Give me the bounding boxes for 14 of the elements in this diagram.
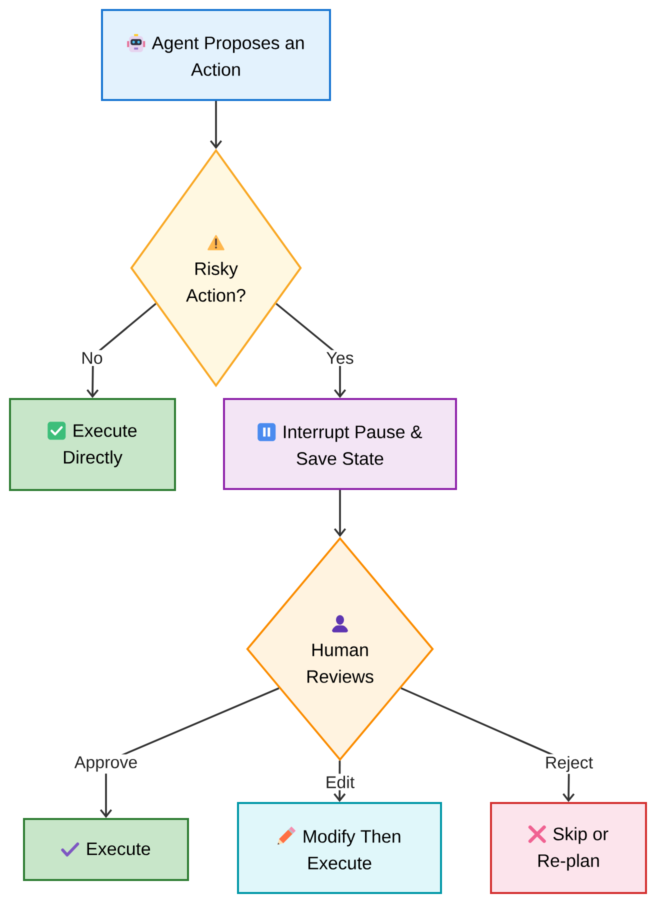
edge-label: Edit — [323, 774, 357, 790]
arrow — [100, 687, 280, 818]
process-box: Skip or Re-plan — [490, 802, 647, 894]
edge-label: Yes — [324, 350, 356, 366]
process-box: Modify Then Execute — [237, 802, 442, 894]
process-box: Agent Proposes an Action — [101, 9, 331, 101]
edge-label: No — [79, 350, 105, 366]
arrow — [210, 101, 222, 149]
process-box: Execute Directly — [9, 398, 176, 491]
edge-label: Reject — [542, 754, 596, 774]
process-box: Execute — [23, 818, 189, 881]
arrow — [334, 490, 346, 537]
process-box: Interrupt Pause & Save State — [223, 398, 457, 490]
edge-label: Approve — [72, 754, 140, 774]
